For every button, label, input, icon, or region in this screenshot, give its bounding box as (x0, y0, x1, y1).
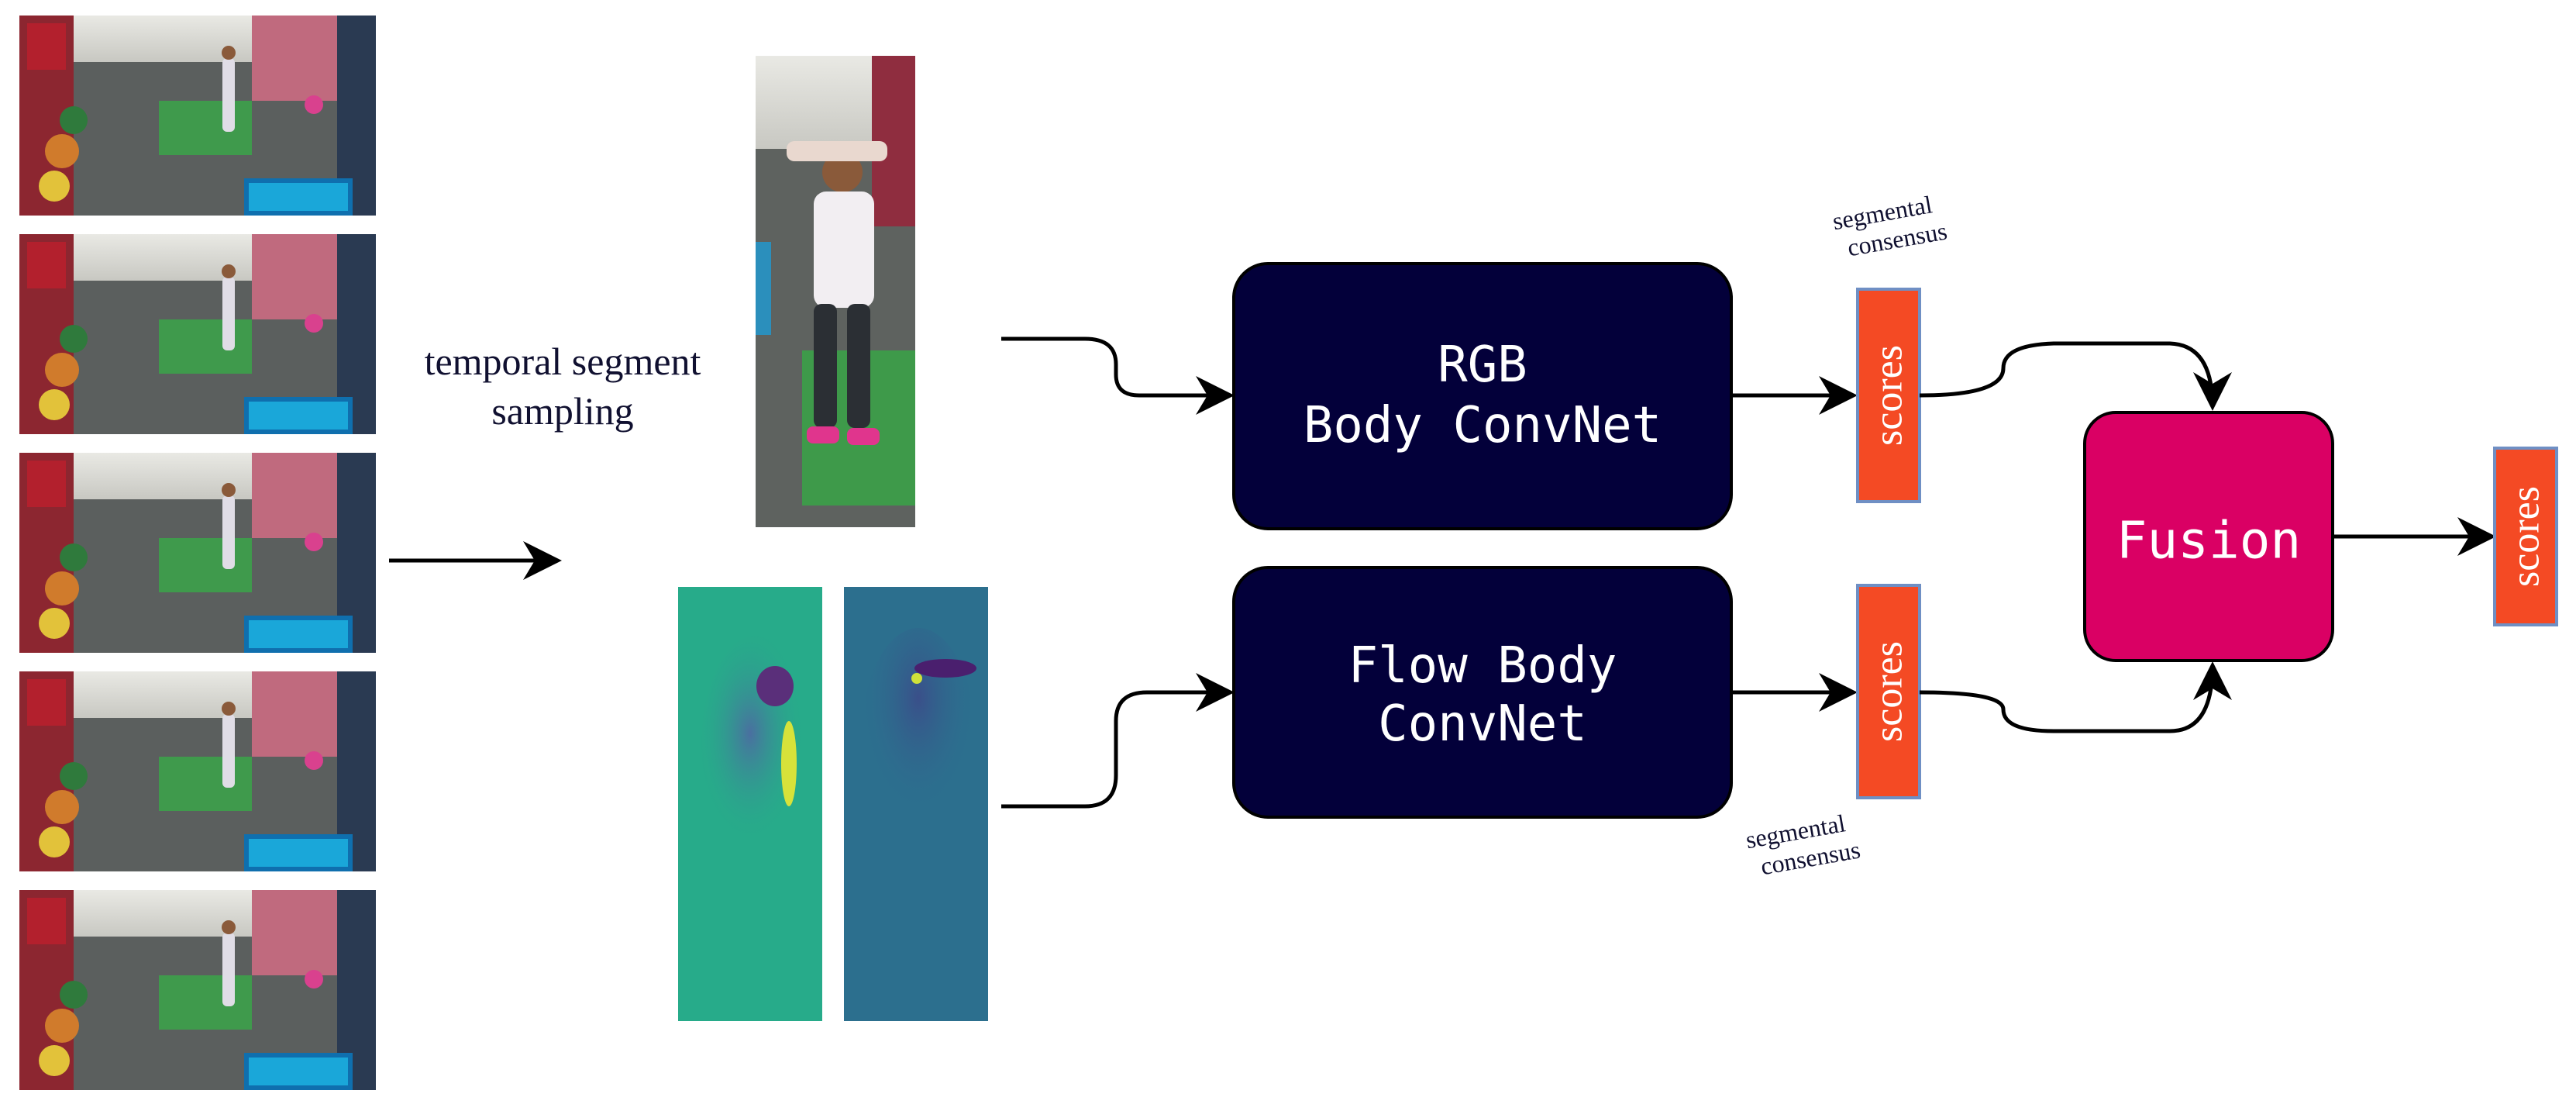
scores-flow-label: scores (1867, 641, 1911, 742)
rgb-convnet-label-line2: Body ConvNet (1303, 397, 1662, 454)
rgb-scores-to-fusion-arrow (1919, 341, 2232, 411)
consensus-label-bottom: segmental consensus (1744, 809, 1862, 880)
flow-convnet-label-line1: Flow Body (1348, 637, 1617, 695)
fusion-label: Fusion (2116, 511, 2301, 571)
flow-x-image (678, 587, 822, 1021)
rgb-crop-image (756, 56, 915, 527)
scores-final-label: scores (2504, 486, 2548, 587)
scores-rgb-box (1856, 288, 1921, 503)
rgb-convnet-label-line1: RGB (1438, 336, 1527, 394)
rgb-input-arrow (1001, 336, 1235, 415)
sampling-label-line1: temporal segment (425, 340, 701, 383)
video-frame (19, 234, 376, 434)
flow-input-arrow (1001, 673, 1235, 809)
consensus-label-top: segmental consensus (1830, 190, 1949, 261)
rgb-convnet-box (1232, 262, 1733, 530)
video-frame (19, 890, 376, 1090)
video-frame (19, 453, 376, 653)
scores-flow-box (1856, 584, 1921, 799)
flow-scores-to-fusion-arrow (1919, 661, 2232, 733)
video-frame (19, 16, 376, 216)
flow-y-image (844, 587, 988, 1021)
scores-final-box (2493, 447, 2558, 626)
scores-rgb-label: scores (1867, 345, 1911, 446)
flow-convnet-label-line2: ConvNet (1378, 695, 1587, 753)
sampling-label-line2: sampling (491, 389, 633, 433)
video-frame (19, 671, 376, 871)
frame-stack (19, 16, 376, 1090)
